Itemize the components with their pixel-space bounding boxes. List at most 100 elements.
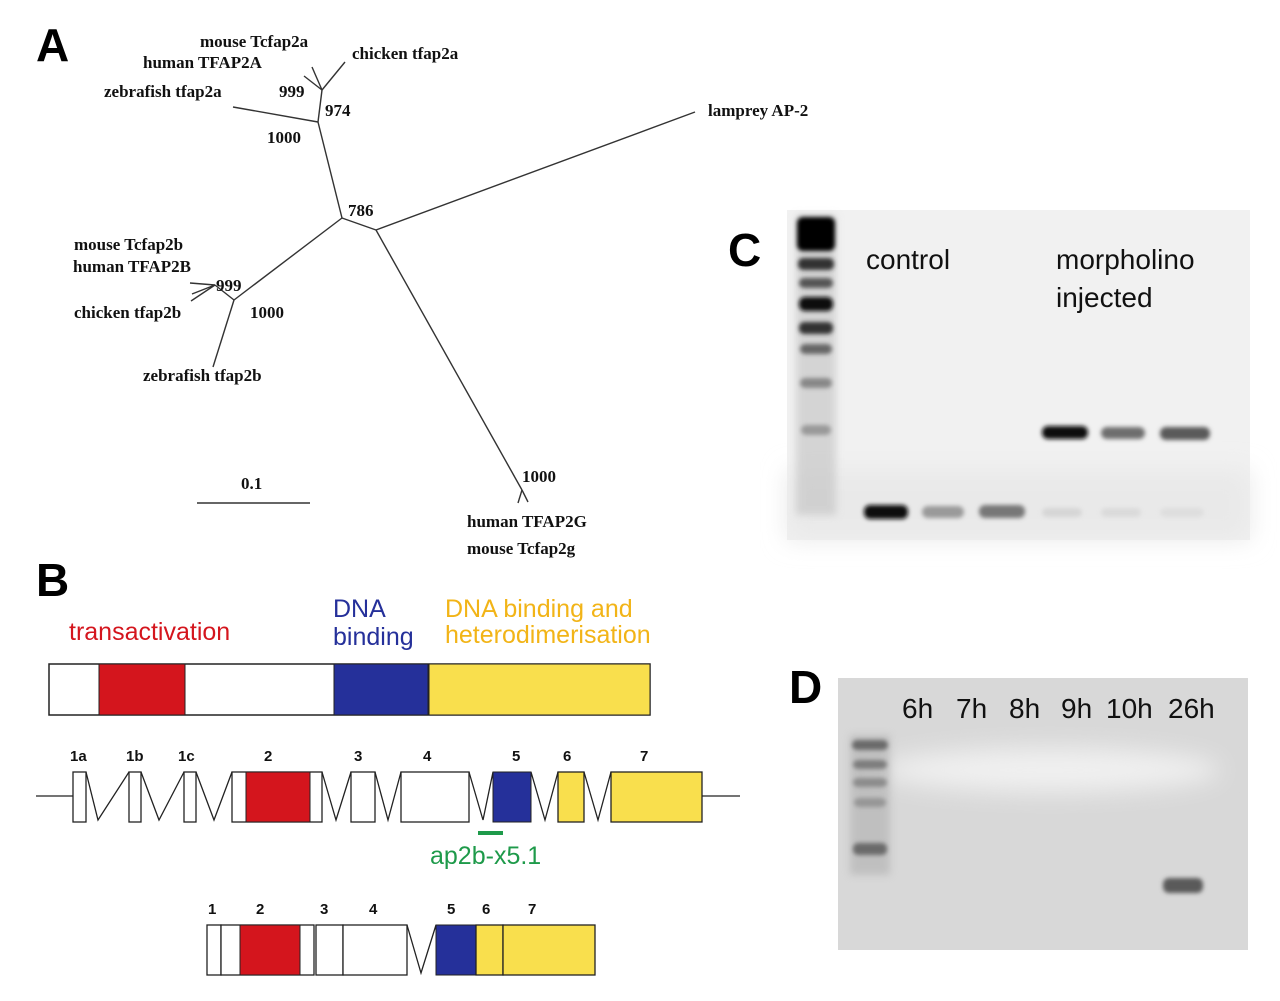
tree-branches — [189, 61, 696, 504]
timepoint-label: 26h — [1168, 693, 1215, 724]
ladder-band — [797, 217, 835, 251]
exon-number: 4 — [369, 901, 378, 918]
exon-number: 1c — [178, 748, 195, 765]
transcript-exon-4 — [342, 924, 408, 976]
transcript-splice-gap — [406, 924, 437, 976]
domain-labels: transactivation DNA binding DNA binding … — [69, 595, 651, 651]
panel-d: D 6h 7h 8h 9h 10h 26h — [789, 661, 1248, 950]
branch-human-tfap2a — [303, 75, 323, 91]
label-dna-binding-line1: DNA — [333, 595, 386, 623]
exon-number: 4 — [423, 748, 432, 765]
gel-d-background — [838, 678, 1248, 950]
panel-a: A mouse Tcfap2a human TFAP2A chicken tf — [36, 19, 808, 558]
bootstrap-value: 786 — [348, 201, 374, 220]
panel-c: C control morpholino injected — [728, 210, 1250, 540]
ladder-band — [854, 798, 886, 807]
protein-domain-bar — [48, 663, 651, 716]
bootstrap-value: 999 — [279, 82, 305, 101]
ladder-band — [799, 322, 833, 334]
transcript-exon-5 — [435, 924, 477, 976]
morpholino-faint-band — [1042, 508, 1082, 517]
bootstrap-value: 999 — [216, 276, 242, 295]
ladder-band — [853, 760, 887, 769]
band-26h — [1163, 878, 1203, 893]
label-control: control — [866, 244, 950, 275]
transcript-exon-6 — [475, 924, 504, 976]
branch-mouse-tcfap2a — [311, 66, 323, 91]
gene-introns — [36, 771, 740, 823]
taxon-human-tfap2b: human TFAP2B — [73, 257, 191, 276]
control-band-2 — [922, 506, 964, 518]
control-band-3 — [979, 505, 1025, 518]
branch-lamprey — [375, 111, 696, 231]
branch-mouse-tcfap2g — [521, 489, 529, 503]
taxon-mouse-tcfap2g: mouse Tcfap2g — [467, 539, 576, 558]
gel-c-ladder — [796, 215, 836, 515]
taxon-chicken-tfap2a: chicken tfap2a — [352, 44, 459, 63]
ladder-band — [799, 297, 833, 311]
transcript-exon-7 — [502, 924, 596, 976]
gel-d-timepoint-labels: 6h 7h 8h 9h 10h 26h — [902, 693, 1215, 724]
branch-root — [341, 217, 377, 231]
scale-bar-label: 0.1 — [241, 474, 262, 493]
gel-d-glow — [880, 748, 1220, 792]
branch-human-tfap2b — [191, 284, 216, 295]
branch-tfap2g — [375, 229, 523, 491]
ladder-band — [853, 843, 887, 855]
dna-binding-domain — [333, 663, 429, 716]
label-morpholino: morpholino — [1056, 244, 1195, 275]
gel-c-bands — [864, 426, 1210, 519]
taxon-zebrafish-tfap2a: zebrafish tfap2a — [104, 82, 222, 101]
label-heterodimerisation-line2: heterodimerisation — [445, 621, 651, 649]
branch-zebrafish-tfap2b — [212, 299, 235, 368]
exon-1b — [128, 771, 142, 823]
taxon-human-tfap2a: human TFAP2A — [143, 53, 263, 72]
taxon-chicken-tfap2b: chicken tfap2b — [74, 303, 181, 322]
exon-number: 1a — [70, 748, 87, 765]
transcript-exon-2-transactivation — [239, 924, 301, 976]
bootstrap-value: 1000 — [250, 303, 284, 322]
transcript-structure: 1 2 3 4 5 6 7 — [206, 901, 596, 976]
panel-b: B transactivation DNA binding DNA bindin… — [36, 554, 740, 976]
transcript-exon-1 — [206, 924, 222, 976]
taxon-zebrafish-tfap2b: zebrafish tfap2b — [143, 366, 262, 385]
exon-number: 6 — [482, 901, 490, 918]
exon-number: 1b — [126, 748, 144, 765]
panel-label-c: C — [728, 224, 761, 276]
taxon-mouse-tcfap2a: mouse Tcfap2a — [200, 32, 309, 51]
morpholino-band-3 — [1160, 427, 1210, 440]
taxon-human-tfap2g: human TFAP2G — [467, 512, 587, 531]
panel-label-d: D — [789, 661, 822, 713]
exon-6 — [557, 771, 585, 823]
timepoint-label: 9h — [1061, 693, 1092, 724]
ladder-band — [801, 425, 831, 435]
exon-number: 5 — [512, 748, 520, 765]
label-dna-binding-line2: binding — [333, 623, 414, 651]
branch-chicken-tfap2a — [321, 61, 346, 91]
morpholino-faint-band — [1101, 508, 1141, 517]
exon-number: 5 — [447, 901, 455, 918]
timepoint-label: 6h — [902, 693, 933, 724]
bootstrap-value: 974 — [325, 101, 351, 120]
tree-taxa-labels: mouse Tcfap2a human TFAP2A chicken tfap2… — [73, 32, 808, 558]
exon-number: 2 — [264, 748, 272, 765]
label-transactivation: transactivation — [69, 618, 230, 646]
branch-internal-root-a — [317, 121, 343, 219]
ladder-band — [852, 740, 888, 750]
taxon-lamprey-ap2: lamprey AP-2 — [708, 101, 808, 120]
label-heterodimerisation-line1: DNA binding and — [445, 595, 633, 623]
ladder-band — [853, 778, 887, 787]
tree-bootstrap-values: 999 974 1000 786 999 1000 1000 0.1 — [216, 82, 556, 493]
timepoint-label: 8h — [1009, 693, 1040, 724]
bootstrap-value: 1000 — [522, 467, 556, 486]
exon-number: 6 — [563, 748, 571, 765]
exon-1a — [72, 771, 87, 823]
branch-internal-b-b1 — [214, 284, 235, 301]
branch-chicken-tfap2b — [190, 284, 216, 302]
exon-number: 7 — [640, 748, 648, 765]
panel-label-a: A — [36, 19, 69, 71]
branch-internal-root-b — [233, 217, 343, 301]
branch-human-tfap2g — [517, 489, 523, 504]
ladder-band — [800, 378, 832, 388]
exon-1c — [183, 771, 197, 823]
